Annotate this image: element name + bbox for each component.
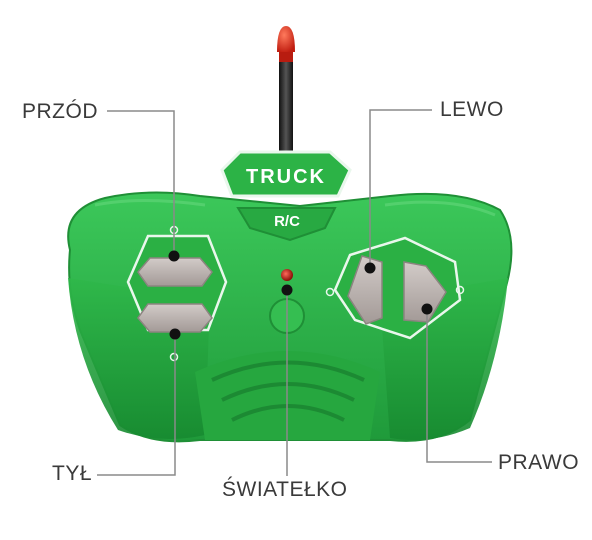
- left-button[interactable]: [347, 255, 383, 325]
- label-light: ŚWIATEŁKO: [222, 478, 348, 501]
- truck-badge: TRUCK: [220, 150, 352, 198]
- led-indicator: [281, 269, 293, 281]
- rc-plate: R/C: [236, 207, 337, 242]
- label-forward: PRZÓD: [22, 100, 98, 123]
- back-button[interactable]: [137, 303, 213, 333]
- callout-dots: [168, 250, 433, 340]
- label-right: PRAWO: [498, 451, 580, 474]
- forward-button[interactable]: [137, 257, 213, 287]
- antenna: [277, 26, 295, 168]
- rc-plate-text: R/C: [274, 213, 300, 230]
- truck-badge-text: TRUCK: [246, 166, 326, 188]
- leader-lines: [97, 109, 492, 476]
- label-back: TYŁ: [52, 462, 93, 485]
- label-left: LEWO: [440, 98, 504, 121]
- right-button[interactable]: [403, 261, 447, 323]
